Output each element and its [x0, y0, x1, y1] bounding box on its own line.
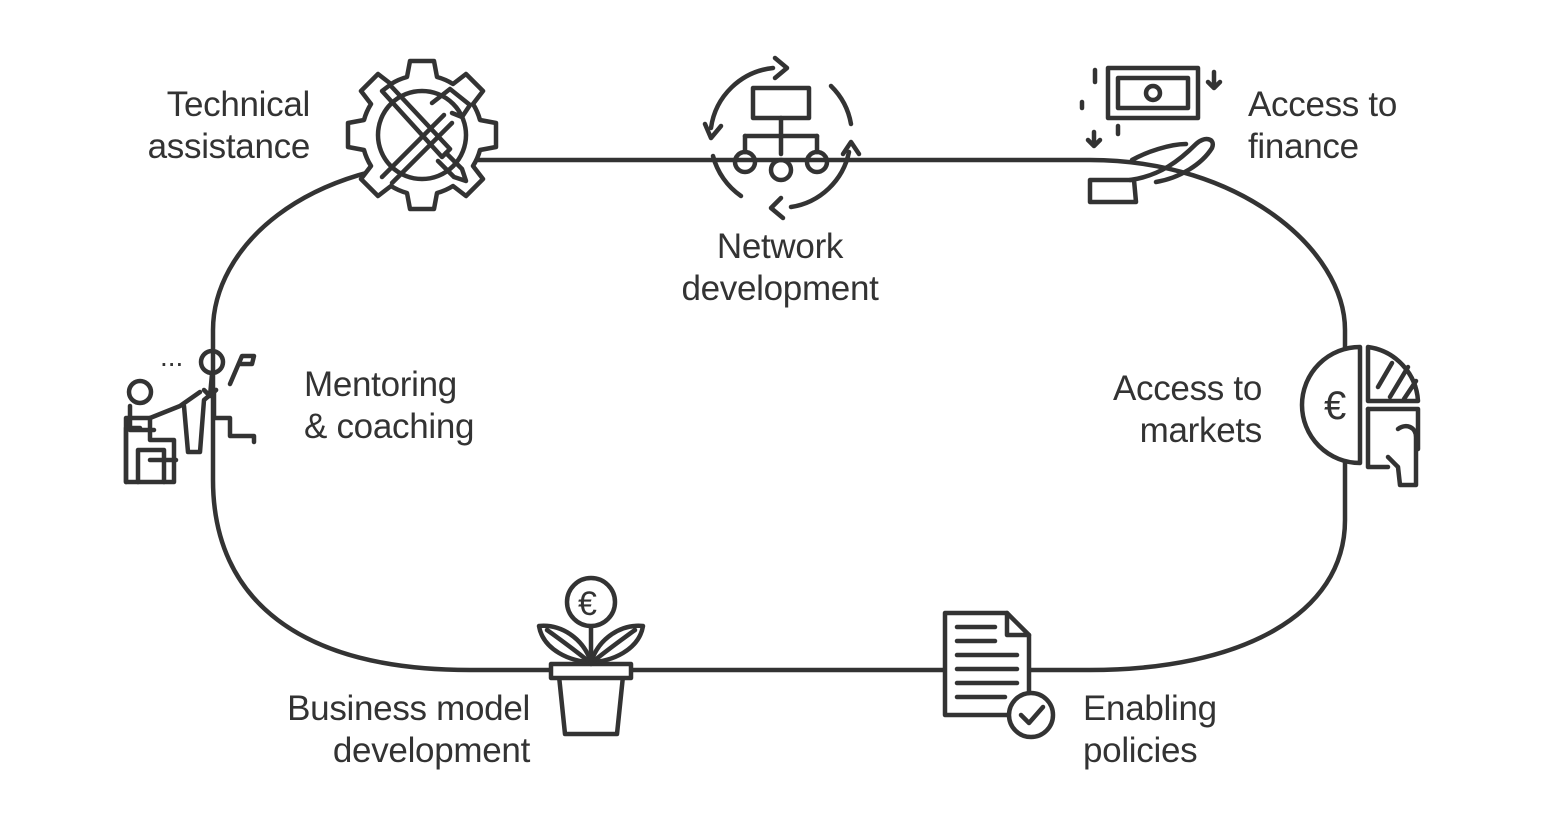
document-check-icon [942, 610, 1056, 740]
hand-money-icon [1079, 65, 1223, 205]
node-label-mentoring-coaching: Mentoring& coaching [304, 365, 475, 446]
ellipsis-mark: ... [160, 341, 183, 372]
euro-symbol: € [578, 585, 597, 623]
mentor-climb-icon: ... [123, 341, 257, 485]
money-plant-icon: € [536, 575, 646, 737]
euro-symbol: € [1324, 384, 1346, 428]
pie-chart-hand-icon: € [1299, 344, 1421, 488]
gear-tools-icon [345, 58, 499, 212]
network-cycle-icon [702, 55, 862, 221]
cycle-track [210, 157, 1348, 673]
